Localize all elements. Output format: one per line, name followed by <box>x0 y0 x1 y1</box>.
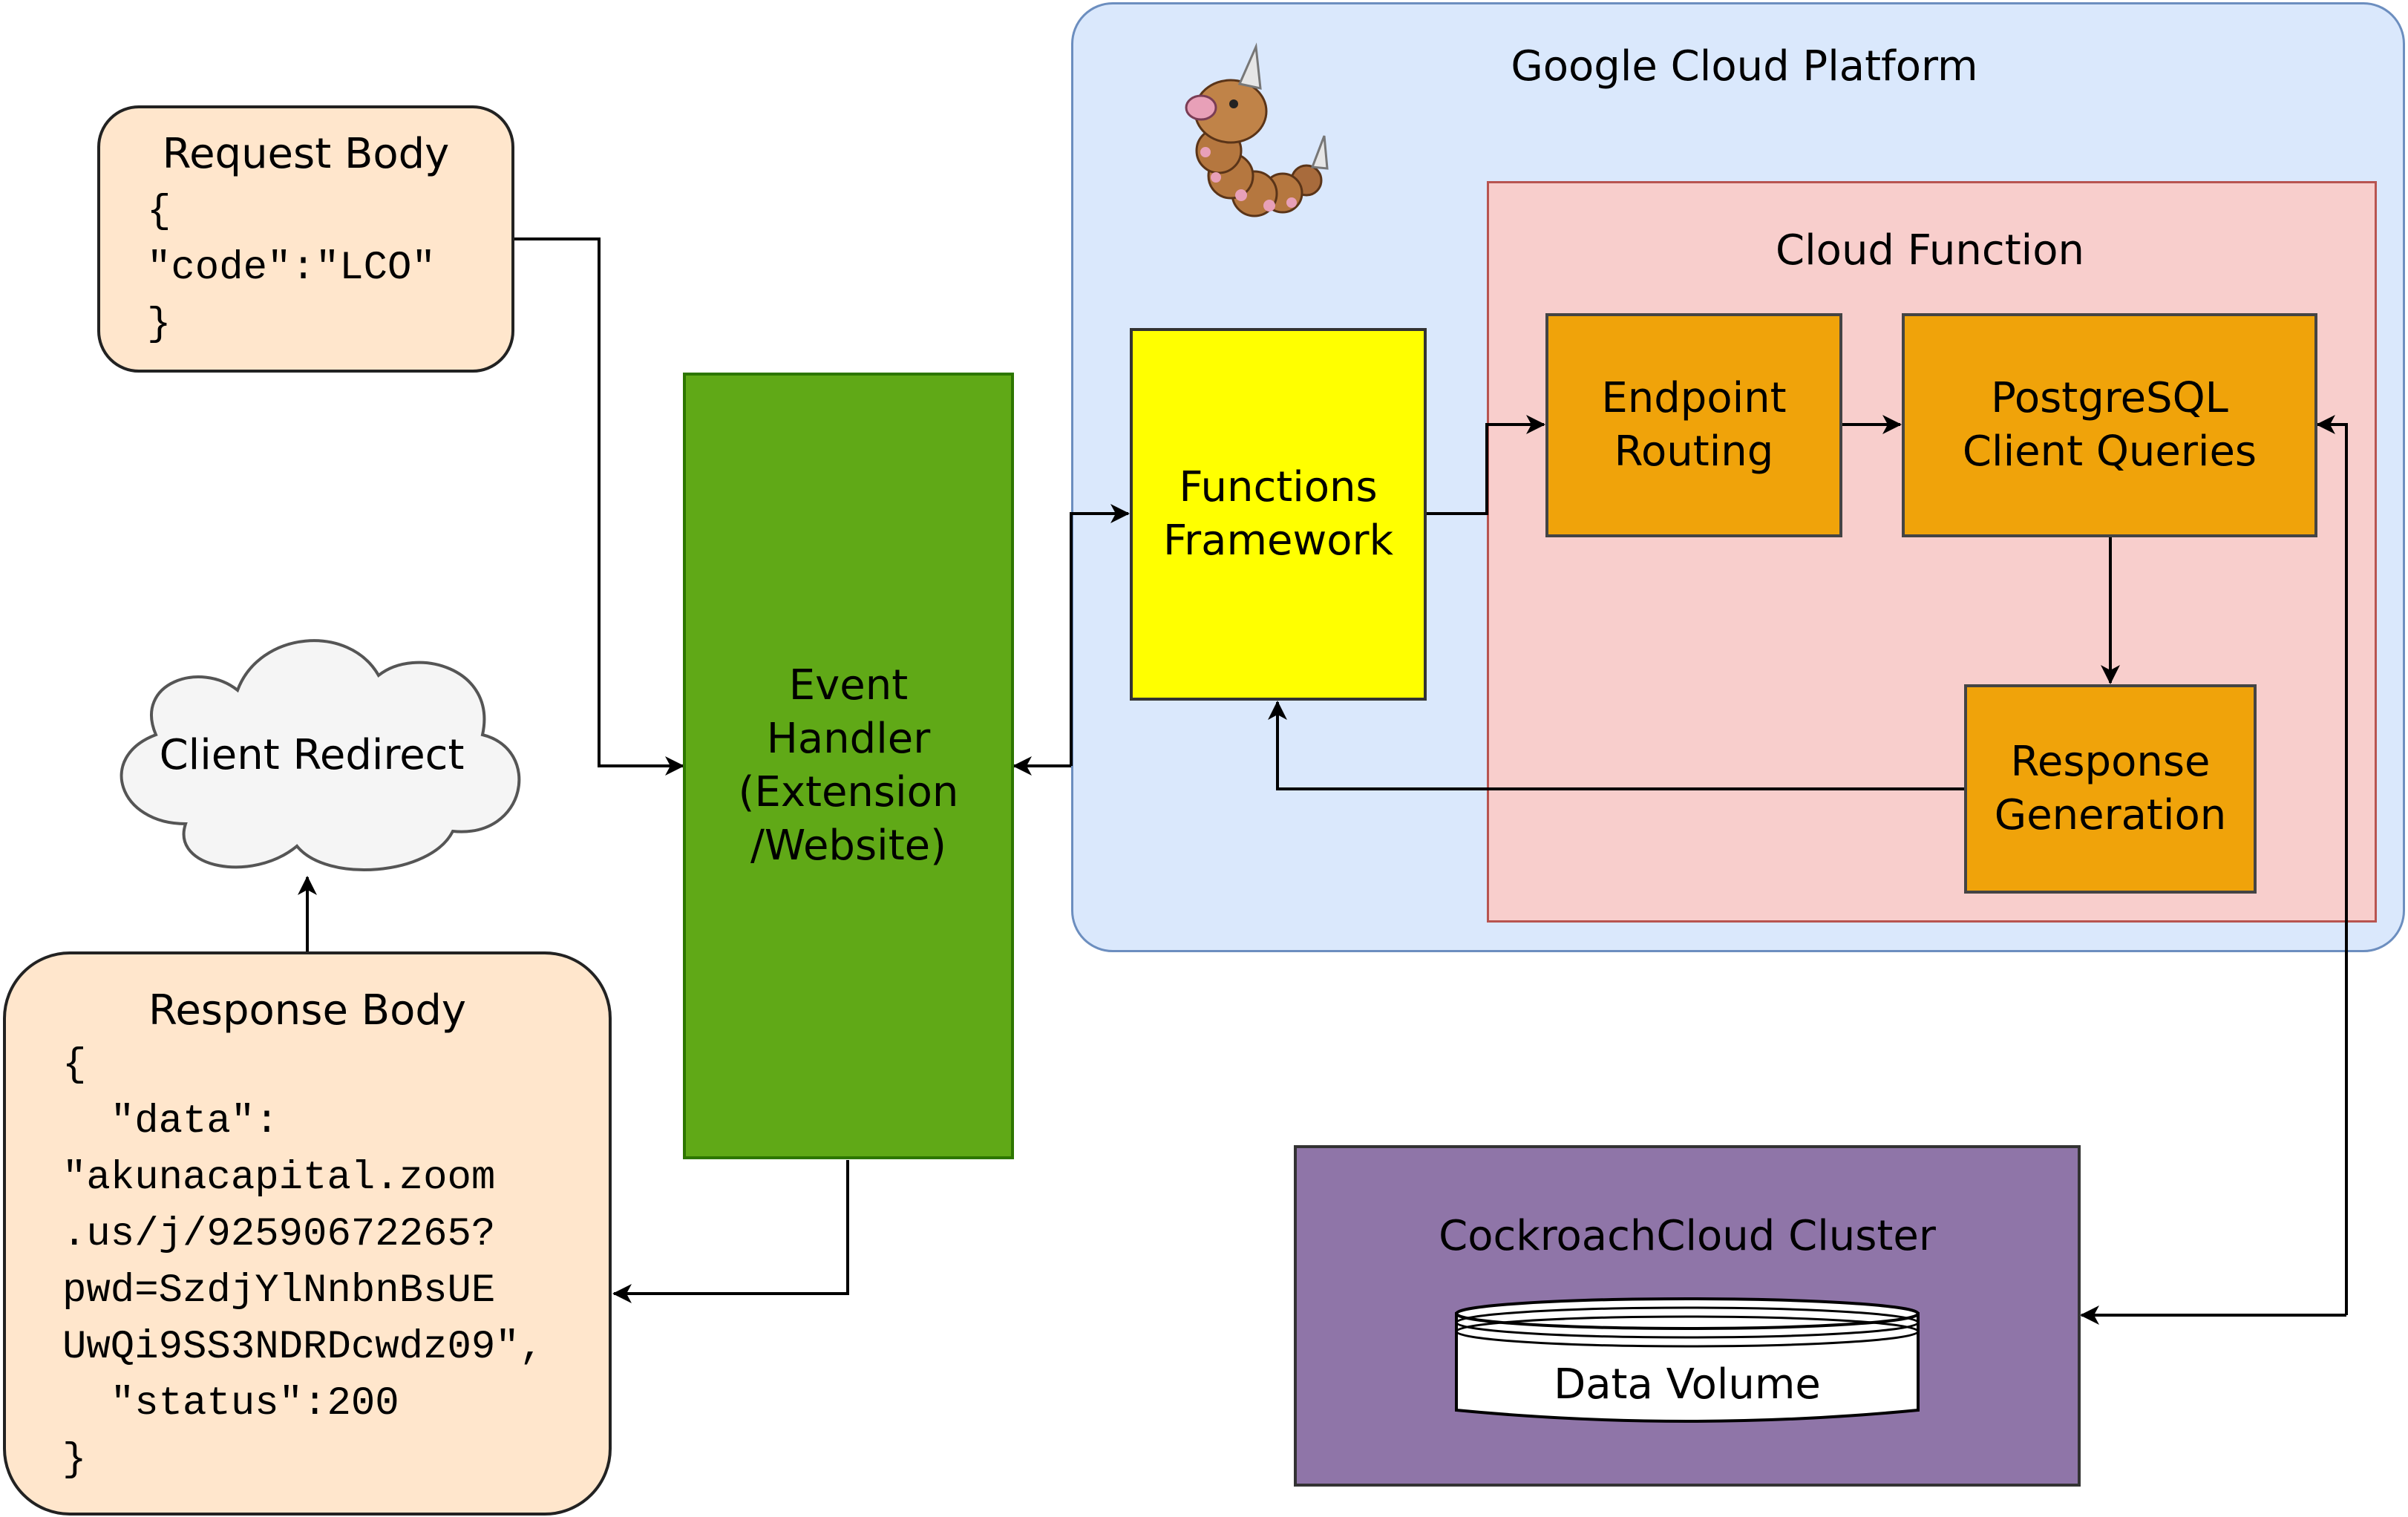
functions-framework-box: Functions Framework <box>1130 328 1427 701</box>
postgres-queries-line-1: PostgreSQL <box>1991 374 2228 422</box>
response-body-line-3: "akunacapital.zoom <box>62 1156 496 1201</box>
response-body-line-2: "data": <box>62 1099 279 1144</box>
client-redirect-cloud <box>82 601 542 883</box>
endpoint-routing-line-2: Routing <box>1614 427 1774 476</box>
response-generation-line-1: Response <box>2010 738 2211 786</box>
request-body-title: Request Body <box>162 130 450 178</box>
response-body-line-7: "status":200 <box>62 1381 399 1426</box>
gcp-title: Google Cloud Platform <box>1511 42 1978 91</box>
response-body-line-4: .us/j/92590672265? <box>62 1212 496 1257</box>
response-body-box <box>3 951 612 1516</box>
response-body-line-8: } <box>62 1438 87 1483</box>
response-generation-box: Response Generation <box>1964 684 2257 894</box>
request-body-line-3: } <box>147 302 171 347</box>
arrow-generation-to-framework <box>1268 701 1964 790</box>
event-handler-line-4: /Website) <box>750 822 946 870</box>
postgres-queries-line-2: Client Queries <box>1962 427 2257 476</box>
arrow-handler-to-framework <box>1070 504 1130 766</box>
event-handler-box: Event Handler (Extension /Website) <box>683 373 1014 1159</box>
functions-framework-line-2: Framework <box>1163 517 1393 565</box>
arrow-handler-to-response <box>612 1160 849 1303</box>
arrow-request-to-handler <box>514 237 684 776</box>
data-volume-cylinder-icon <box>1453 1291 1921 1432</box>
endpoint-routing-box: Endpoint Routing <box>1545 313 1842 537</box>
arrow-cluster-to-queries <box>2316 415 2348 1315</box>
response-generation-line-2: Generation <box>1994 791 2227 839</box>
caterpillar-icon <box>1173 41 1344 226</box>
response-body-line-5: pwd=SzdjYlNnbnBsUE <box>62 1268 496 1314</box>
cloud-function-title: Cloud Function <box>1776 226 2084 275</box>
event-handler-line-2: Handler <box>766 715 931 763</box>
arrow-framework-to-routing <box>1426 415 1545 515</box>
cockroach-cluster-title: CockroachCloud Cluster <box>1439 1212 1936 1260</box>
endpoint-routing-line-1: Endpoint <box>1601 374 1787 422</box>
postgres-queries-box: PostgreSQL Client Queries <box>1902 313 2317 537</box>
request-body-box <box>97 105 514 373</box>
response-body-line-6: UwQi9SS3NDRDcwdz09", <box>62 1325 544 1370</box>
response-body-title: Response Body <box>148 986 467 1035</box>
data-volume-label: Data Volume <box>1554 1360 1821 1409</box>
client-redirect-label: Client Redirect <box>159 731 465 779</box>
event-handler-line-3: (Extension <box>738 768 959 816</box>
event-handler-line-1: Event <box>788 661 909 710</box>
functions-framework-line-1: Functions <box>1179 463 1378 511</box>
response-body-line-1: { <box>62 1043 87 1088</box>
request-body-line-2: "code":"LCO" <box>147 246 436 291</box>
request-body-line-1: { <box>147 189 171 235</box>
